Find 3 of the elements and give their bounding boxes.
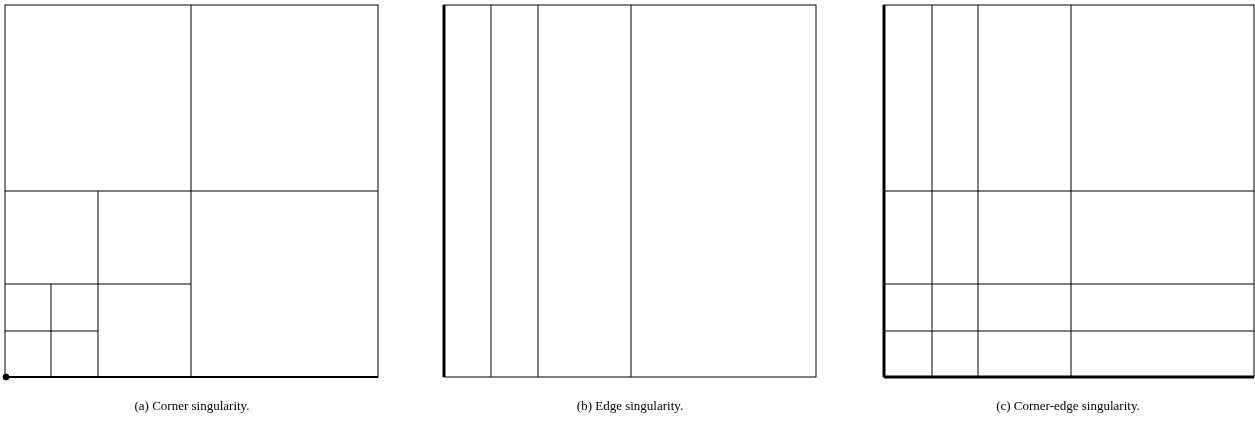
caption: (c) Corner-edge singularity. bbox=[996, 398, 1140, 414]
caption: (b) Edge singularity. bbox=[576, 398, 684, 414]
caption: (a) Corner singularity. bbox=[134, 398, 250, 414]
